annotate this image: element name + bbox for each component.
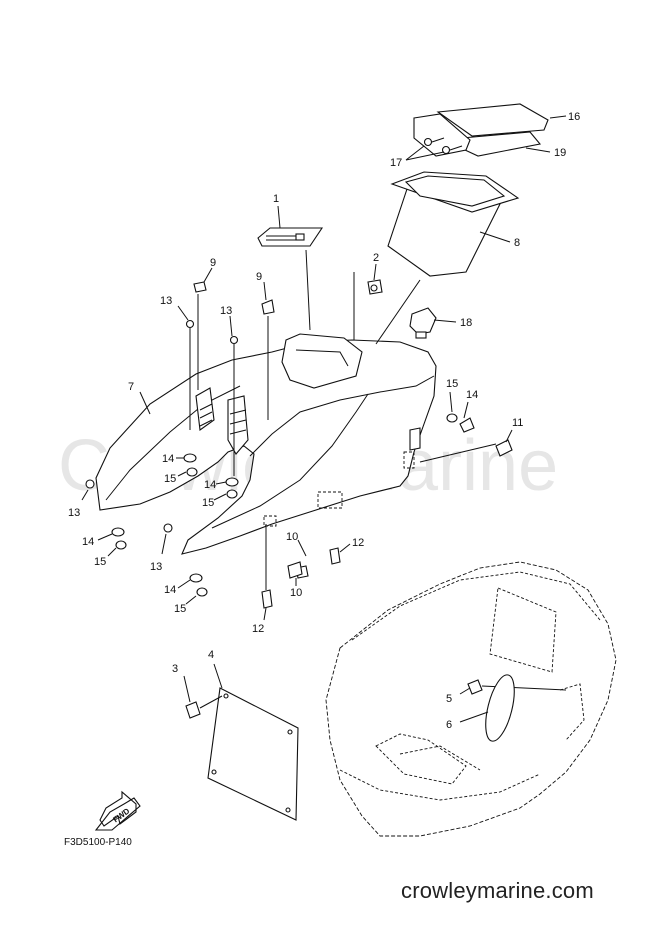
- callout-9b: 9: [256, 271, 262, 283]
- part-9-clip-b: [261, 299, 275, 315]
- screw-b-shank: [449, 145, 463, 151]
- part-17-screw-b: [441, 145, 451, 155]
- callout-3: 3: [172, 663, 178, 675]
- part-12-screw-b: [261, 589, 273, 609]
- part-10-nut-b: [287, 561, 303, 579]
- callout-18: 18: [460, 317, 472, 329]
- part-13-screw-b: [229, 335, 239, 345]
- callout-17: 17: [390, 157, 402, 169]
- part-7-upper-deck: [95, 333, 437, 555]
- part-15-nut-d: [196, 587, 208, 597]
- callout-10b: 10: [290, 587, 302, 599]
- callout-15e: 15: [446, 378, 458, 390]
- part-14-washer-e: [459, 417, 475, 433]
- fwd-arrow: FWD: [94, 790, 141, 831]
- part-9-clip-a: [193, 281, 207, 293]
- part-14-washer-c: [111, 527, 125, 537]
- part-4-plate: [207, 687, 299, 821]
- callout-15b: 15: [202, 497, 214, 509]
- callout-4: 4: [208, 649, 214, 661]
- callout-1: 1: [273, 193, 279, 205]
- part-13-screw-a: [185, 319, 195, 329]
- callout-6: 6: [446, 719, 452, 731]
- part-3-screw: [185, 695, 223, 719]
- part-11-bolt: [495, 439, 513, 457]
- part-13-screw-d: [163, 523, 173, 533]
- callout-11: 11: [512, 417, 523, 429]
- callout-14a: 14: [162, 453, 174, 465]
- part-15-nut-e: [446, 413, 458, 423]
- callout-12a: 12: [352, 537, 364, 549]
- callout-14c: 14: [82, 536, 94, 548]
- part-14-washer-d: [189, 573, 203, 583]
- screw-a-shank: [431, 137, 445, 143]
- callout-12b: 12: [252, 623, 264, 635]
- part-16-cover: [436, 103, 549, 137]
- part-14-washer-a: [183, 453, 197, 463]
- part-8-storage-bin: [387, 171, 520, 277]
- part-15-nut-a: [186, 467, 198, 477]
- callout-7: 7: [128, 381, 134, 393]
- callout-8: 8: [514, 237, 520, 249]
- part-12-screw-a: [329, 547, 341, 565]
- callout-10a: 10: [286, 531, 298, 543]
- diagram-code: F3D5100-P140: [64, 837, 132, 848]
- callout-15a: 15: [164, 473, 176, 485]
- callout-5: 5: [446, 693, 452, 705]
- callout-16: 16: [568, 111, 580, 123]
- callout-13b: 13: [220, 305, 232, 317]
- callout-14d: 14: [164, 584, 176, 596]
- callout-9a: 9: [210, 257, 216, 269]
- callout-13d: 13: [150, 561, 162, 573]
- callout-2: 2: [373, 252, 379, 264]
- callout-19: 19: [554, 147, 566, 159]
- lower-hull: [325, 561, 617, 837]
- callout-15c: 15: [94, 556, 106, 568]
- callout-13c: 13: [68, 507, 80, 519]
- part-15-nut-b: [226, 489, 238, 499]
- part-18-latch: [409, 307, 437, 339]
- callout-labels: 16 19 17 8 1 2 18 7 9 9 13 13 14 15 14 1…: [68, 111, 580, 731]
- part-13-screw-c: [85, 479, 95, 489]
- part-1-vent-grille: [257, 227, 324, 247]
- part-17-screw-a: [423, 137, 433, 147]
- part-14-washer-b: [225, 477, 239, 487]
- callout-14b: 14: [204, 479, 216, 491]
- callout-14e: 14: [466, 389, 478, 401]
- callout-13a: 13: [160, 295, 172, 307]
- part-6-disc: [485, 674, 515, 742]
- callout-15d: 15: [174, 603, 186, 615]
- leader-lines: [81, 115, 567, 723]
- part-15-nut-c: [115, 540, 127, 550]
- part-2-bolt: [367, 279, 383, 295]
- seat-cover-assembly: [413, 103, 549, 157]
- site-footer-text: crowleymarine.com: [401, 878, 594, 903]
